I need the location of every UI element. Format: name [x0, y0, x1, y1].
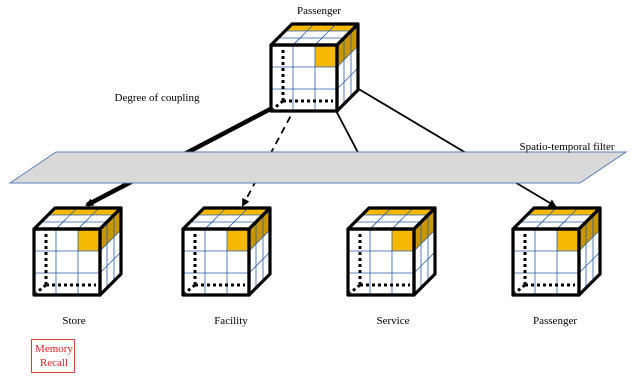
cubes — [32, 22, 602, 297]
highlight-front — [315, 45, 337, 67]
spatio-temporal-filter — [8, 151, 628, 184]
cube-passenger — [511, 206, 602, 297]
link-passenger — [356, 87, 557, 208]
highlight-side — [579, 208, 600, 251]
cube-passenger-top — [269, 22, 360, 113]
note-line-memory: Memory — [35, 343, 73, 355]
top-node-label: Passenger — [297, 5, 341, 17]
highlight-top — [197, 208, 270, 215]
highlight-front — [557, 229, 579, 251]
link-facility — [242, 105, 297, 207]
highlight-side — [249, 208, 270, 251]
highlight-side — [337, 24, 358, 67]
coupling-label: Degree of coupling — [115, 92, 200, 104]
node-label-store: Store — [62, 315, 85, 327]
cube-store — [32, 206, 123, 297]
highlight-front — [392, 229, 414, 251]
highlight-top — [527, 208, 600, 215]
highlight-front — [227, 229, 249, 251]
node-label-service: Service — [377, 315, 410, 327]
highlight-side — [100, 208, 121, 251]
note-line-recall: Recall — [39, 357, 69, 369]
highlight-front — [78, 229, 100, 251]
node-label-passenger: Passenger — [533, 315, 577, 327]
filter-label: Spatio-temporal filter — [520, 141, 615, 153]
node-label-facility: Facility — [214, 315, 248, 327]
cube-service — [346, 206, 437, 297]
memory-recall-note: Memory Recall — [31, 339, 75, 373]
highlight-top — [285, 24, 358, 31]
highlight-side — [414, 208, 435, 251]
highlight-top — [48, 208, 121, 215]
cube-facility — [181, 206, 272, 297]
highlight-top — [362, 208, 435, 215]
